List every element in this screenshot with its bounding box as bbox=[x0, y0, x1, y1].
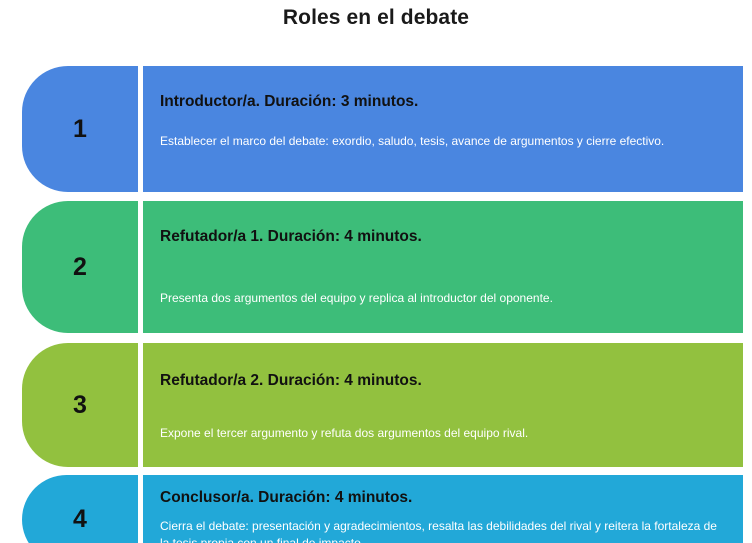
role-body-4: Cierra el debate: presentación y agradec… bbox=[160, 519, 717, 543]
page-title: Roles en el debate bbox=[282, 6, 470, 29]
role-number-3: 3 bbox=[73, 390, 87, 419]
role-heading-4: Conclusor/a. Duración: 4 minutos. bbox=[160, 489, 413, 506]
role-number-2: 2 bbox=[73, 252, 87, 281]
role-heading-1: Introductor/a. Duración: 3 minutos. bbox=[160, 93, 419, 110]
role-number-badge-1: 1 bbox=[22, 66, 138, 192]
role-number-badge-4: 4 bbox=[22, 475, 138, 543]
role-panel-1: Introductor/a. Duración: 3 minutos. Esta… bbox=[143, 66, 743, 192]
role-number-badge-3: 3 bbox=[22, 343, 138, 467]
role-panel-3: Refutador/a 2. Duración: 4 minutos. Expo… bbox=[143, 343, 743, 467]
role-panel-2: Refutador/a 1. Duración: 4 minutos. Pres… bbox=[143, 201, 743, 333]
role-panel-4: Conclusor/a. Duración: 4 minutos. Cierra… bbox=[143, 475, 743, 543]
role-number-1: 1 bbox=[73, 114, 87, 143]
role-body-1: Establecer el marco del debate: exordio,… bbox=[160, 134, 665, 149]
role-body-3: Expone el tercer argumento y refuta dos … bbox=[160, 426, 529, 441]
role-body-2: Presenta dos argumentos del equipo y rep… bbox=[160, 291, 553, 306]
role-heading-2: Refutador/a 1. Duración: 4 minutos. bbox=[160, 228, 422, 245]
role-number-4: 4 bbox=[73, 505, 87, 533]
role-heading-3: Refutador/a 2. Duración: 4 minutos. bbox=[160, 372, 422, 389]
role-number-badge-2: 2 bbox=[22, 201, 138, 333]
